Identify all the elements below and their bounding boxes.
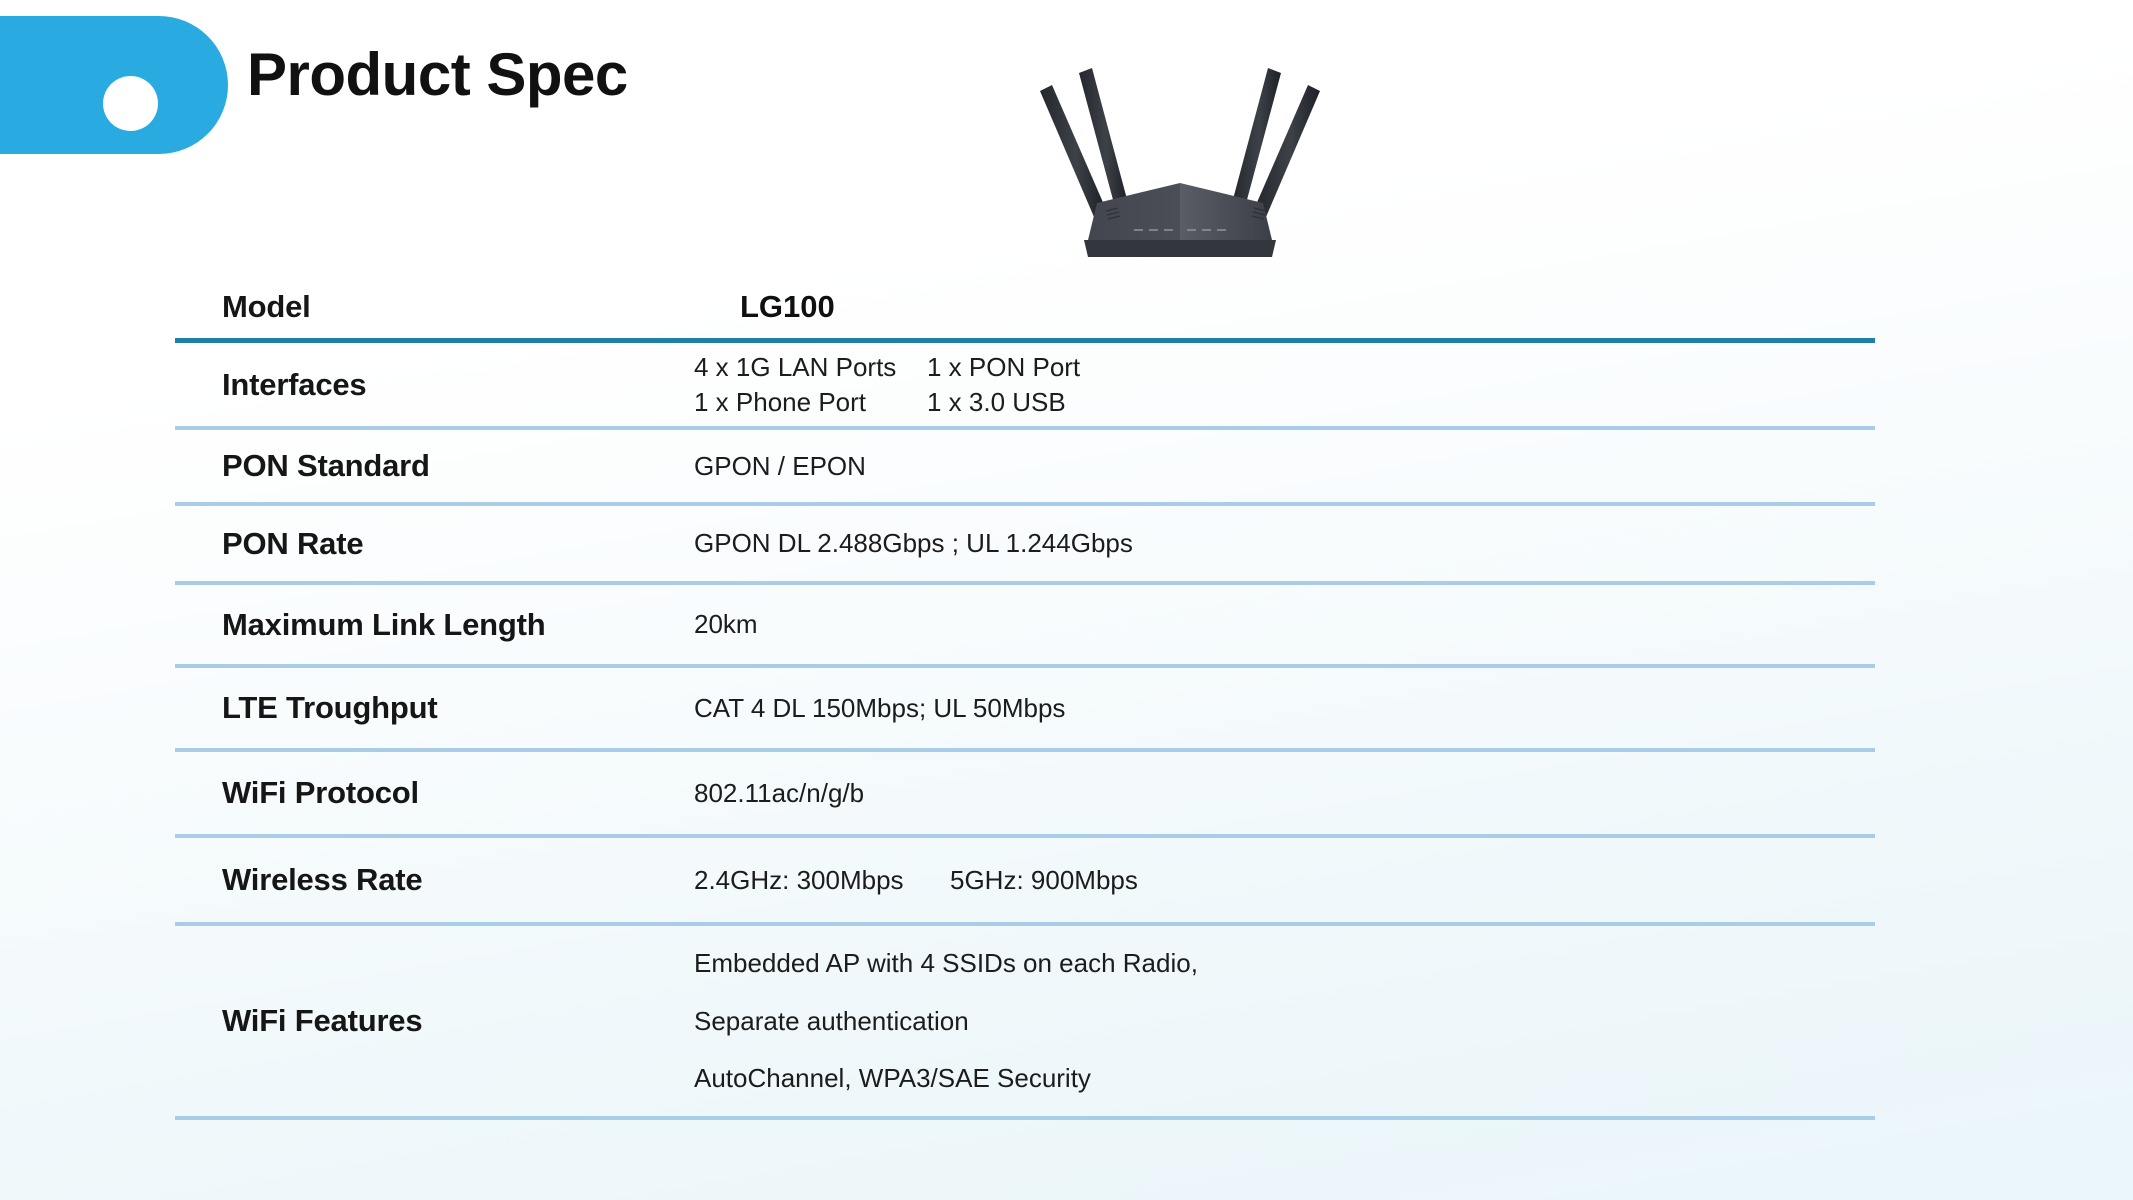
- row-divider: [175, 922, 1875, 926]
- row-divider: [175, 426, 1875, 430]
- row-value: 20km: [694, 609, 758, 640]
- row-value: 2.4GHz: 300Mbps 5GHz: 900Mbps: [680, 865, 1875, 896]
- wireless-rate-grid: 2.4GHz: 300Mbps 5GHz: 900Mbps: [694, 865, 1875, 896]
- router-body: [1084, 183, 1276, 257]
- row-divider: [175, 502, 1875, 506]
- row-divider: [175, 581, 1875, 585]
- row-label: PON Standard: [222, 448, 430, 483]
- wireless-rate-cell: 2.4GHz: 300Mbps: [694, 864, 904, 895]
- row-divider: [175, 834, 1875, 838]
- interface-cell: 4 x 1G LAN Ports: [694, 351, 897, 382]
- row-divider: [175, 664, 1875, 668]
- row-value: 802.11ac/n/g/b: [694, 777, 865, 808]
- router-antennas: [1040, 68, 1320, 217]
- row-value: Embedded AP with 4 SSIDs on each Radio, …: [680, 948, 1875, 1094]
- row-label: WiFi Protocol: [222, 775, 419, 810]
- interface-cell: 1 x 3.0 USB: [927, 386, 1066, 417]
- table-row: Wireless Rate 2.4GHz: 300Mbps 5GHz: 900M…: [175, 838, 1875, 922]
- table-row: PON Rate GPON DL 2.488Gbps ; UL 1.244Gbp…: [175, 506, 1875, 581]
- router-product-image: [1000, 35, 1360, 265]
- row-label: LTE Troughput: [222, 690, 438, 725]
- feature-line: Embedded AP with 4 SSIDs on each Radio,: [694, 947, 1198, 978]
- bookmark-tag-shape: [0, 16, 228, 154]
- row-label: PON Rate: [222, 525, 364, 561]
- tag-hole-circle: [103, 76, 158, 131]
- row-value: GPON DL 2.488Gbps ; UL 1.244Gbps: [694, 528, 1133, 559]
- table-row: Interfaces 4 x 1G LAN Ports 1 x PON Port…: [175, 343, 1875, 426]
- table-row: Maximum Link Length 20km: [175, 585, 1875, 664]
- row-label: WiFi Features: [222, 1003, 423, 1038]
- table-row: PON Standard GPON / EPON: [175, 430, 1875, 502]
- table-row: Model LG100: [175, 276, 1875, 338]
- wireless-rate-cell: 5GHz: 900Mbps: [950, 864, 1138, 895]
- row-divider: [175, 748, 1875, 752]
- row-value: LG100: [740, 288, 835, 324]
- table-bottom-divider: [175, 1116, 1875, 1120]
- row-label: Interfaces: [222, 366, 367, 402]
- spec-table: Model LG100 Interfaces 4 x 1G LAN Ports …: [175, 276, 1875, 1120]
- feature-line: Separate authentication: [694, 1005, 969, 1036]
- row-label: Wireless Rate: [222, 862, 423, 897]
- table-row: WiFi Protocol 802.11ac/n/g/b: [175, 752, 1875, 834]
- table-row: WiFi Features Embedded AP with 4 SSIDs o…: [175, 926, 1875, 1116]
- interface-cell: 1 x PON Port: [927, 351, 1081, 382]
- row-value: CAT 4 DL 150Mbps; UL 50Mbps: [694, 692, 1066, 723]
- table-row: LTE Troughput CAT 4 DL 150Mbps; UL 50Mbp…: [175, 668, 1875, 748]
- row-value: GPON / EPON: [694, 450, 866, 481]
- feature-line: AutoChannel, WPA3/SAE Security: [694, 1063, 1091, 1094]
- interfaces-grid: 4 x 1G LAN Ports 1 x PON Port 1 x Phone …: [694, 352, 1875, 417]
- page-title: Product Spec: [247, 41, 628, 108]
- row-value: 4 x 1G LAN Ports 1 x PON Port 1 x Phone …: [680, 352, 1875, 417]
- header-divider: [175, 338, 1875, 343]
- interface-cell: 1 x Phone Port: [694, 386, 866, 417]
- row-label: Model: [222, 289, 311, 324]
- row-label: Maximum Link Length: [222, 606, 546, 642]
